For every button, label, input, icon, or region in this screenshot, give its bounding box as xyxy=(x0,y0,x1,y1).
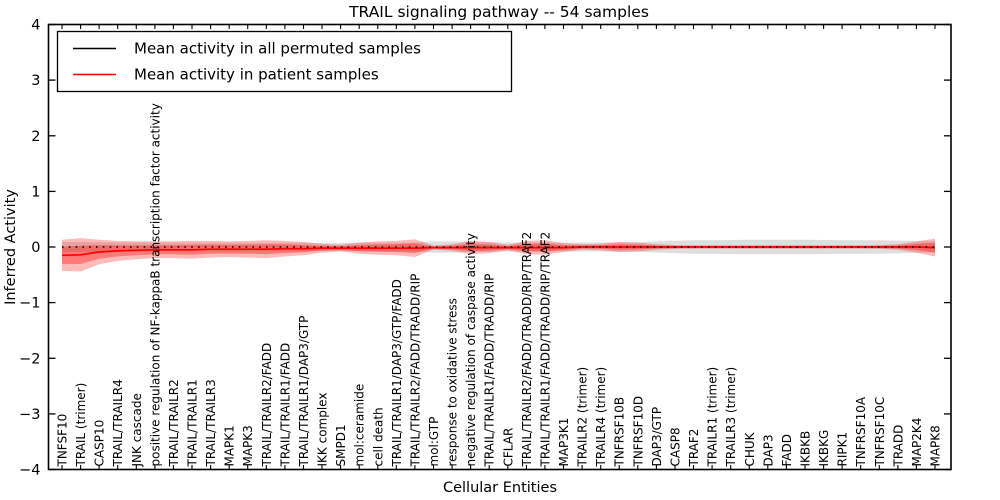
x-tick-label: TNFRSF10B xyxy=(613,397,627,468)
x-tick-label: FADD xyxy=(780,434,794,467)
x-tick-label: TRAIL/TRAILR2 xyxy=(167,379,181,467)
x-tick-label: TRAIL/TRAILR1/FADD/TRADD/RIP/TRAF2 xyxy=(538,232,552,468)
x-tick-label: MAP3K1 xyxy=(557,418,571,467)
x-tick-label: TNFSF10 xyxy=(56,414,70,468)
y-tick-label: −1 xyxy=(19,296,40,312)
x-tick-label: CHUK xyxy=(743,431,757,466)
x-tick-label: SMPD1 xyxy=(334,424,348,466)
x-tick-label: TRAIL (trimer) xyxy=(74,383,88,468)
x-tick-label: IKBKB xyxy=(799,431,813,467)
x-tick-label: DAP3/GTP xyxy=(650,407,664,467)
x-tick-label: CASP8 xyxy=(669,427,683,466)
x-tick-label: TNFRSF10C xyxy=(873,397,887,468)
x-tick-label: TRAIL/TRAILR2/FADD xyxy=(260,343,274,468)
x-tick-label: TRAIL/TRAILR1 xyxy=(186,379,200,467)
y-tick-label: −4 xyxy=(19,463,40,479)
x-tick-label: mol:GTP xyxy=(427,417,441,467)
x-tick-label: TRAIL/TRAILR1/FADD/TRADD/RIP xyxy=(483,274,497,468)
y-tick-label: 3 xyxy=(31,73,40,89)
x-tick-label: cell death xyxy=(371,407,385,466)
x-tick-label: TRAIL/TRAILR4 xyxy=(111,379,125,467)
x-tick-label: IKK complex xyxy=(316,393,330,467)
x-tick-label: RIPK1 xyxy=(836,432,850,467)
y-tick-label: 4 xyxy=(31,18,40,34)
mean-lines xyxy=(61,246,936,257)
x-tick-label: TRAILR2 (trimer) xyxy=(576,367,590,468)
y-tick-label: −3 xyxy=(19,407,40,423)
x-tick-label: MAPK1 xyxy=(223,425,237,466)
x-tick-label: TRAF2 xyxy=(687,429,701,468)
x-tick-label: TRAIL/TRAILR1/FADD xyxy=(278,343,292,468)
x-tick-label: negative regulation of caspase activity xyxy=(464,233,478,466)
x-tick-label: IKBKG xyxy=(817,430,831,467)
x-tick-label: TRAIL/TRAILR2/FADD/TRADD/RIP/TRAF2 xyxy=(520,232,534,468)
x-tick-marks xyxy=(61,24,936,470)
x-tick-label: TRAILR1 (trimer) xyxy=(706,367,720,468)
x-tick-label: TNFRSF10A xyxy=(854,396,868,467)
y-tick-labels: 4 3 2 1 0 −1 −2 −3 −4 xyxy=(19,18,40,479)
x-tick-label: TRAIL/TRAILR3 xyxy=(204,379,218,467)
y-tick-marks xyxy=(48,23,951,471)
x-tick-label: CFLAR xyxy=(501,428,515,467)
x-tick-label: TNFRSF10D xyxy=(631,396,645,468)
y-tick-label: 2 xyxy=(31,129,40,145)
x-tick-label: JNK cascade xyxy=(130,393,144,467)
y-tick-label: 0 xyxy=(31,240,40,256)
x-tick-label: MAPK8 xyxy=(929,425,943,466)
y-tick-label: −2 xyxy=(19,351,40,367)
x-tick-label: DAP3 xyxy=(761,434,775,466)
x-tick-label: TRAIL/TRAILR1/DAP3/GTP xyxy=(297,316,311,468)
x-tick-label: MAPK3 xyxy=(241,425,255,466)
y-axis-label: Inferred Activity xyxy=(3,189,19,305)
legend: Mean activity in all permuted samples Me… xyxy=(56,30,513,93)
x-tick-label: TRADD xyxy=(891,425,905,468)
legend-label-patient: Mean activity in patient samples xyxy=(134,66,379,84)
x-tick-label: TRAIL/TRAILR2/FADD/TRADD/RIP xyxy=(408,274,422,468)
x-tick-labels: TNFSF10 TRAIL (trimer) CASP10 TRAIL/TRAILR4… xyxy=(56,103,943,467)
legend-label-permuted: Mean activity in all permuted samples xyxy=(134,40,421,58)
chart-title: TRAIL signaling pathway -- 54 samples xyxy=(348,3,649,21)
x-tick-label: TRAILR3 (trimer) xyxy=(724,367,738,468)
x-tick-label: TRAIL/TRAILR1/DAP3/GTP/FADD xyxy=(390,279,404,467)
x-tick-label: mol:ceramide xyxy=(353,384,367,467)
x-tick-label: positive regulation of NF-kappaB transcr… xyxy=(148,103,162,466)
x-tick-label: response to oxidative stress xyxy=(446,298,460,466)
x-axis-label: Cellular Entities xyxy=(443,480,557,496)
legend-box xyxy=(56,30,513,93)
x-tick-label: MAP2K4 xyxy=(910,418,924,467)
y-tick-label: 1 xyxy=(31,184,40,200)
x-tick-label: TRAILR4 (trimer) xyxy=(594,367,608,468)
x-tick-label: CASP10 xyxy=(93,420,107,467)
